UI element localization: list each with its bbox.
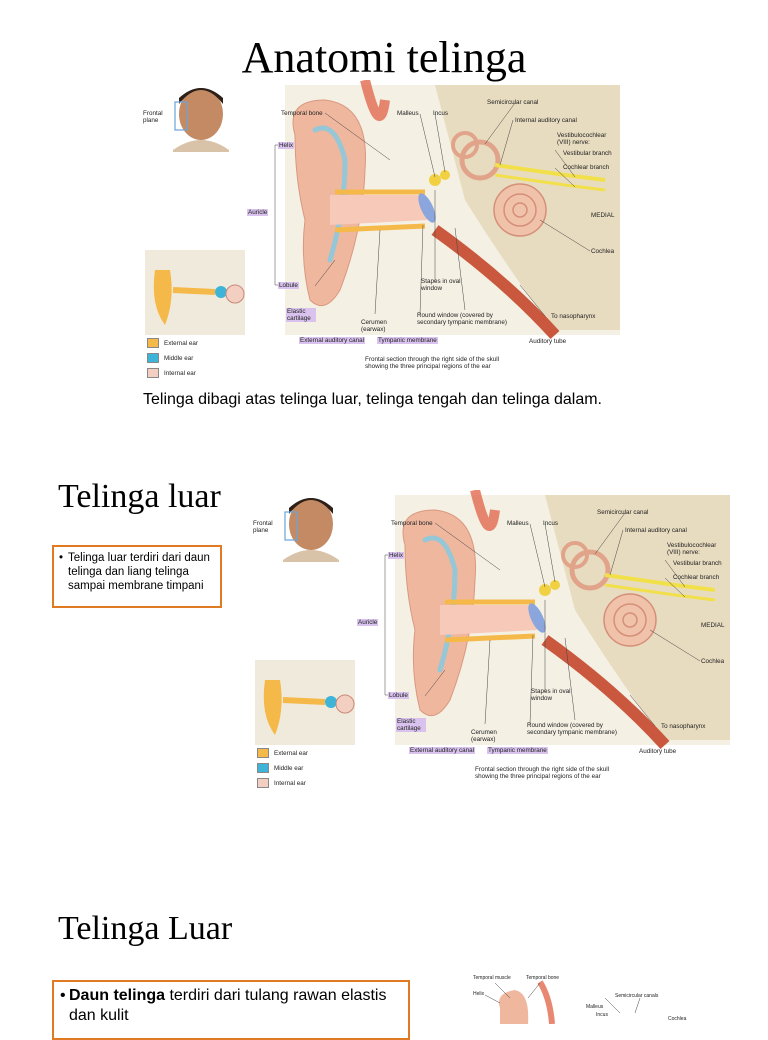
label-temporal-bone: Temporal bone [526,975,560,981]
legend-internal-ear: Internal ear [147,368,196,378]
label-cochlea: Cochlea [701,658,725,665]
legend-label: Middle ear [274,764,304,772]
legend-swatch-internal [147,368,159,378]
label-to-nasopharynx: To nasopharynx [661,723,706,730]
label-incus: Incus [433,110,449,117]
label-helix: Helix [278,142,294,149]
label-elastic-cartilage: Elastic cartilage [286,308,316,322]
label-lobule: Lobule [388,692,409,699]
slide3-bullet-list: Daun telinga terdiri dari tulang rawan e… [60,986,402,1026]
legend-label: Internal ear [164,369,196,377]
ear-anatomy-figure-2: Frontal plane Temporal bone Malleus Incu… [245,490,735,790]
legend-label: Internal ear [274,779,306,787]
legend-middle-ear: Middle ear [257,763,303,773]
label-frontal-plane: Frontal plane [143,110,163,124]
legend-external-ear: External ear [257,748,308,758]
semicircular-canal [459,139,501,181]
label-cochlear-branch: Cochlear branch [563,164,610,171]
ear-anatomy-illustration [255,490,730,750]
label-stapes: Stapes in oval window [421,278,461,292]
legend-swatch-middle [257,763,269,773]
head-portrait [283,498,339,562]
ear-anatomy-illustration [145,80,620,340]
auditory-tube [431,225,560,340]
label-temporal-bone: Temporal bone [281,110,323,117]
label-round-window: Round window (covered by secondary tympa… [417,312,507,326]
label-round-window: Round window (covered by secondary tympa… [527,722,617,736]
legend-swatch-internal [257,778,269,788]
legend-external-ear: External ear [147,338,198,348]
label-semicircular-canal: Semicircular canal [487,99,539,106]
label-incus: Incus [543,520,559,527]
label-auditory-tube: Auditory tube [639,748,677,755]
legend-label: External ear [164,339,198,347]
label-helix: Helix [388,552,404,559]
label-external-auditory-canal: External auditory canal [409,747,476,754]
legend-label: Middle ear [164,354,194,362]
slide3-bullet-bold: Daun telinga [69,987,166,1004]
label-vestibular-branch: Vestibular branch [673,560,722,567]
label-cerumen: Cerumen (earwax) [361,319,387,333]
label-vestibulocochlear-nerve: Vestibulocochlear (VIII) nerve: [557,132,607,146]
label-malleus: Malleus [507,520,529,527]
ear-inset [145,250,245,335]
legend-swatch-external [257,748,269,758]
head-portrait [173,88,229,152]
legend-swatch-middle [147,353,159,363]
slide2-title: Telinga luar [58,478,221,515]
label-semicircular-canal: Semicircular canal [597,509,649,516]
label-malleus: Malleus [586,1004,604,1010]
ear-anatomy-figure-1: Frontal plane Temporal bone Malleus Incu… [135,80,625,380]
label-auricle: Auricle [357,619,379,626]
slide1-title: Anatomi telinga [241,33,527,82]
label-medial: MEDIAL [591,212,615,219]
tympanic-membrane [418,193,436,223]
label-to-nasopharynx: To nasopharynx [551,313,596,320]
slide2-bullet-list: Telinga luar terdiri dari daun telinga d… [59,551,215,593]
label-internal-auditory-canal: Internal auditory canal [515,117,577,124]
label-incus: Incus [596,1012,608,1018]
label-external-auditory-canal: External auditory canal [299,337,366,344]
label-frontal-plane: Frontal plane [253,520,273,534]
ear-anatomy-illustration-partial [484,980,641,1024]
label-semicircular-canals: Semicircular canals [615,993,659,999]
label-medial: MEDIAL [701,622,725,629]
legend-middle-ear: Middle ear [147,353,193,363]
cochlea-shape [493,183,547,237]
external-auditory-canal [330,195,427,225]
legend-internal-ear: Internal ear [257,778,306,788]
label-temporal-bone: Temporal bone [391,520,433,527]
figure-caption: Frontal section through the right side o… [475,766,610,780]
label-temporal-muscle: Temporal muscle [473,975,511,981]
label-elastic-cartilage: Elastic cartilage [396,718,426,732]
label-auditory-tube: Auditory tube [529,338,567,345]
label-vestibulocochlear-nerve: Vestibulocochlear (VIII) nerve: [667,542,717,556]
label-tympanic-membrane: Tympanic membrane [487,747,548,754]
label-vestibular-branch: Vestibular branch [563,150,612,157]
slide3-title: Telinga Luar [58,910,233,947]
slide3-bullet-text: terdiri dari tulang rawan elastis dan ku… [69,987,387,1024]
label-cochlea: Cochlea [591,248,615,255]
label-auricle: Auricle [247,209,269,216]
label-stapes: Stapes in oval window [531,688,571,702]
slide3-bullet-item: Daun telinga terdiri dari tulang rawan e… [60,986,402,1026]
label-cerumen: Cerumen (earwax) [471,729,497,743]
label-helix: Helix [473,991,485,997]
label-malleus: Malleus [397,110,419,117]
label-lobule: Lobule [278,282,299,289]
slide2-bullet-box: Telinga luar terdiri dari daun telinga d… [52,545,222,608]
label-cochlear-branch: Cochlear branch [673,574,720,581]
slide1-caption: Telinga dibagi atas telinga luar, teling… [143,391,602,408]
label-internal-auditory-canal: Internal auditory canal [625,527,687,534]
label-cochlea: Cochlea [668,1016,687,1022]
ear-anatomy-figure-3: Temporal muscle Temporal bone Helix Semi… [440,968,700,1024]
auricle-shape [292,99,366,307]
figure-caption: Frontal section through the right side o… [365,356,500,370]
slide2-bullet-item: Telinga luar terdiri dari daun telinga d… [59,551,215,593]
label-tympanic-membrane: Tympanic membrane [377,337,438,344]
slide3-bullet-box: Daun telinga terdiri dari tulang rawan e… [52,980,410,1040]
legend-label: External ear [274,749,308,757]
legend-swatch-external [147,338,159,348]
ear-inset [255,660,355,745]
